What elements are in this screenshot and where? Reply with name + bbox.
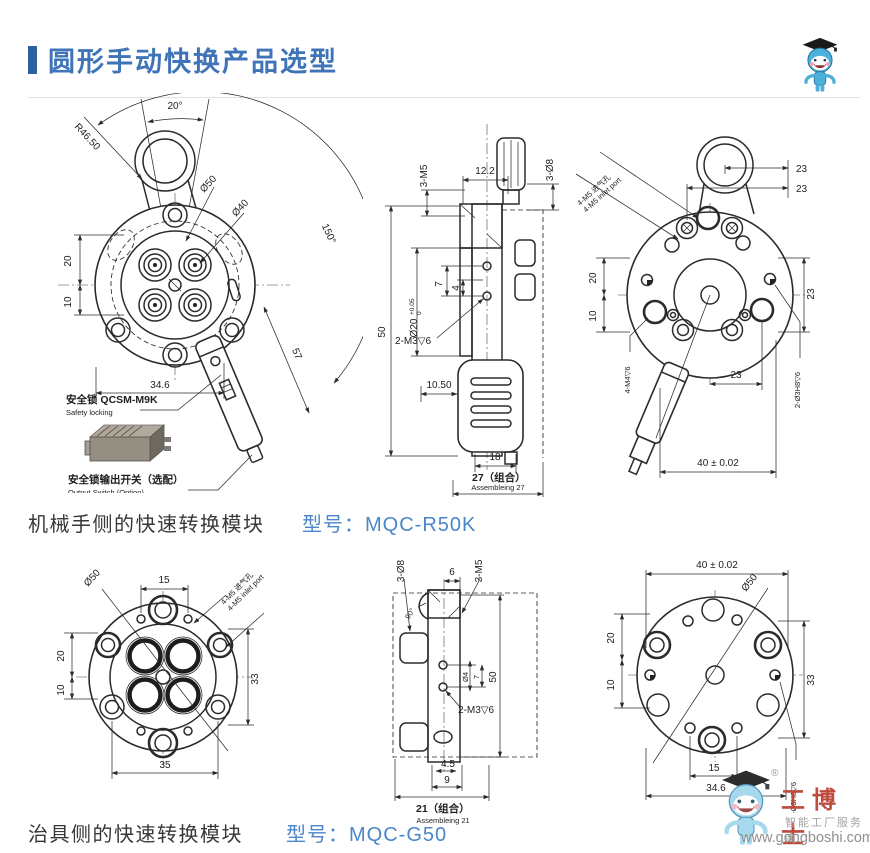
- safety-lock-label-en: Safety locking: [66, 408, 113, 417]
- safety-lock-label-cn: 安全锁 QCSM-M9K: [66, 393, 158, 406]
- note-2d3h8: 2-Ø3H8▽6: [789, 782, 798, 813]
- dim-h50: 50: [377, 326, 388, 338]
- dim-35: 35: [159, 760, 171, 771]
- output-switch-photo: [84, 424, 171, 462]
- dim-dia50: Ø50: [82, 567, 103, 589]
- dim-23-top2: 23: [796, 184, 808, 195]
- dim-2m3: 2-M3▽6: [395, 336, 431, 347]
- dim-3m5: 3-M5: [474, 559, 485, 582]
- mqc-g50-front-view: Ø50 15 4-M5 进气孔 4-M5 inlet port 20 10 33…: [56, 567, 266, 779]
- dim-4-5: 4.5: [441, 759, 455, 770]
- dim-57: 57: [289, 347, 304, 362]
- dim-v20: 20: [63, 255, 74, 267]
- output-switch-label-cn: 安全锁输出开关（选配）: [68, 473, 184, 486]
- section2-caption: 治具侧的快速转换模块: [28, 824, 243, 846]
- watermark-mascot-icon: [722, 770, 770, 845]
- title-accent-bar: [28, 46, 37, 74]
- dim-3d8: 3-Ø8: [545, 158, 556, 181]
- svg-text:0: 0: [416, 311, 423, 315]
- svg-text:Ø20: Ø20: [409, 318, 420, 337]
- model-label: 型号：: [286, 824, 349, 846]
- dim-12-2: 12.2: [475, 166, 495, 177]
- dim-b23: 23: [730, 370, 742, 381]
- dim-dia50: Ø50: [198, 173, 219, 195]
- inlet-port-callout: 4-M5 进气孔 4-M5 inlet port: [218, 570, 266, 613]
- dim-v10: 10: [606, 679, 617, 691]
- mqc-g50-back-view: 40 ± 0.02 Ø50 20 10 33 2-Ø3H8▽6 15 34.6: [606, 560, 817, 813]
- dim-dia4: Ø4: [461, 672, 470, 682]
- mqc-r50k-back-view: 4-M5 进气孔 4-M5 inlet port 23 23 20 10 23 …: [575, 136, 817, 478]
- dim-18: 18: [489, 452, 501, 463]
- watermark-brand: 工博士: [781, 787, 843, 849]
- dim-v20: 20: [606, 632, 617, 644]
- dim-27-combo: 27（组合）: [472, 471, 526, 484]
- o-rings: [125, 636, 203, 715]
- gongboshi-watermark: ® 工博士 智能工厂服务商 www.gongboshi.com: [705, 762, 870, 852]
- dim-radius: R46.50: [72, 122, 102, 153]
- section1-model: 型号：MQC-R50K: [302, 508, 476, 537]
- dim-9: 9: [444, 775, 450, 786]
- dim-v10: 10: [588, 310, 599, 322]
- dim-v7: 7: [472, 675, 481, 679]
- locking-lever-back: [628, 361, 690, 476]
- mqc-g50-side-view: 3-Ø8 6 3-M5 90° Ø4 7 50 2-M3▽6 4.5 9 21（…: [392, 559, 538, 825]
- inlet-port-callout: 4-M5 进气孔 4-M5 inlet port: [575, 172, 624, 214]
- dim-34-6: 34.6: [150, 380, 170, 391]
- section1-caption: 机械手侧的快速转换模块: [28, 514, 265, 536]
- dim-h50: 50: [488, 671, 499, 683]
- dim-v10: 10: [56, 684, 67, 696]
- dim-3m5: 3-M5: [419, 164, 430, 187]
- graduate-mascot-icon: [802, 37, 838, 92]
- dim-angle-150: 150°: [319, 222, 338, 245]
- dim-dia50: Ø50: [740, 572, 761, 594]
- dim-6: 6: [449, 567, 455, 578]
- registered-mark: ®: [771, 768, 779, 779]
- dim-27-en: Assembleing 27: [471, 483, 524, 492]
- note-4m4: 4-M4▽6: [623, 366, 632, 393]
- mqc-r50k-side-view: 3-M5 12.2 3-Ø8 50 Ø20 +0.05 0 7 4 2-M3▽6: [377, 124, 559, 497]
- mqc-r50k-front-view: 20° R46.50: [58, 93, 363, 493]
- locking-lever: [195, 334, 264, 463]
- watermark-tagline: 智能工厂服务商: [785, 817, 863, 845]
- dim-r23: 23: [806, 288, 817, 300]
- model-value: MQC-G50: [349, 824, 448, 846]
- section2-model: 型号：MQC-G50: [286, 818, 447, 847]
- dim-90deg: 90°: [403, 606, 417, 620]
- model-label: 型号：: [302, 514, 365, 536]
- page-title: 圆形手动快换产品选型: [48, 47, 338, 77]
- dim-v7: 7: [434, 281, 445, 287]
- header-divider: [28, 97, 860, 98]
- watermark-url: www.gongboshi.com: [741, 830, 870, 846]
- dim-2m3: 2-M3▽6: [458, 705, 494, 716]
- dim-15: 15: [158, 575, 170, 586]
- dim-angle-20: 20°: [167, 101, 182, 112]
- port-holes: [138, 248, 212, 322]
- dim-23-top1: 23: [796, 164, 808, 175]
- dim-dia20-tol: Ø20 +0.05 0: [409, 298, 423, 337]
- dim-v20: 20: [56, 650, 67, 662]
- dim-33: 33: [806, 674, 817, 686]
- svg-text:+0.05: +0.05: [409, 298, 416, 315]
- dim-v4: 4: [451, 285, 462, 291]
- dim-40: 40 ± 0.02: [696, 560, 738, 571]
- dim-3d8: 3-Ø8: [396, 559, 407, 582]
- output-switch-label-en: Output Switch (Option): [68, 488, 144, 493]
- dim-21-en: Assembleing 21: [416, 816, 469, 825]
- dim-dia40: Ø40: [230, 197, 251, 219]
- dim-40: 40 ± 0.02: [697, 458, 739, 469]
- dim-v20: 20: [588, 272, 599, 284]
- dim-33: 33: [250, 673, 261, 685]
- dim-15: 15: [708, 763, 720, 774]
- note-2d3h8: 2-Ø3H8▽6: [793, 372, 802, 408]
- dim-v10: 10: [63, 296, 74, 308]
- dim-10-50: 10.50: [426, 380, 451, 391]
- dim-34-6: 34.6: [706, 783, 726, 794]
- model-value: MQC-R50K: [365, 514, 477, 536]
- dim-21-combo: 21（组合）: [416, 802, 470, 815]
